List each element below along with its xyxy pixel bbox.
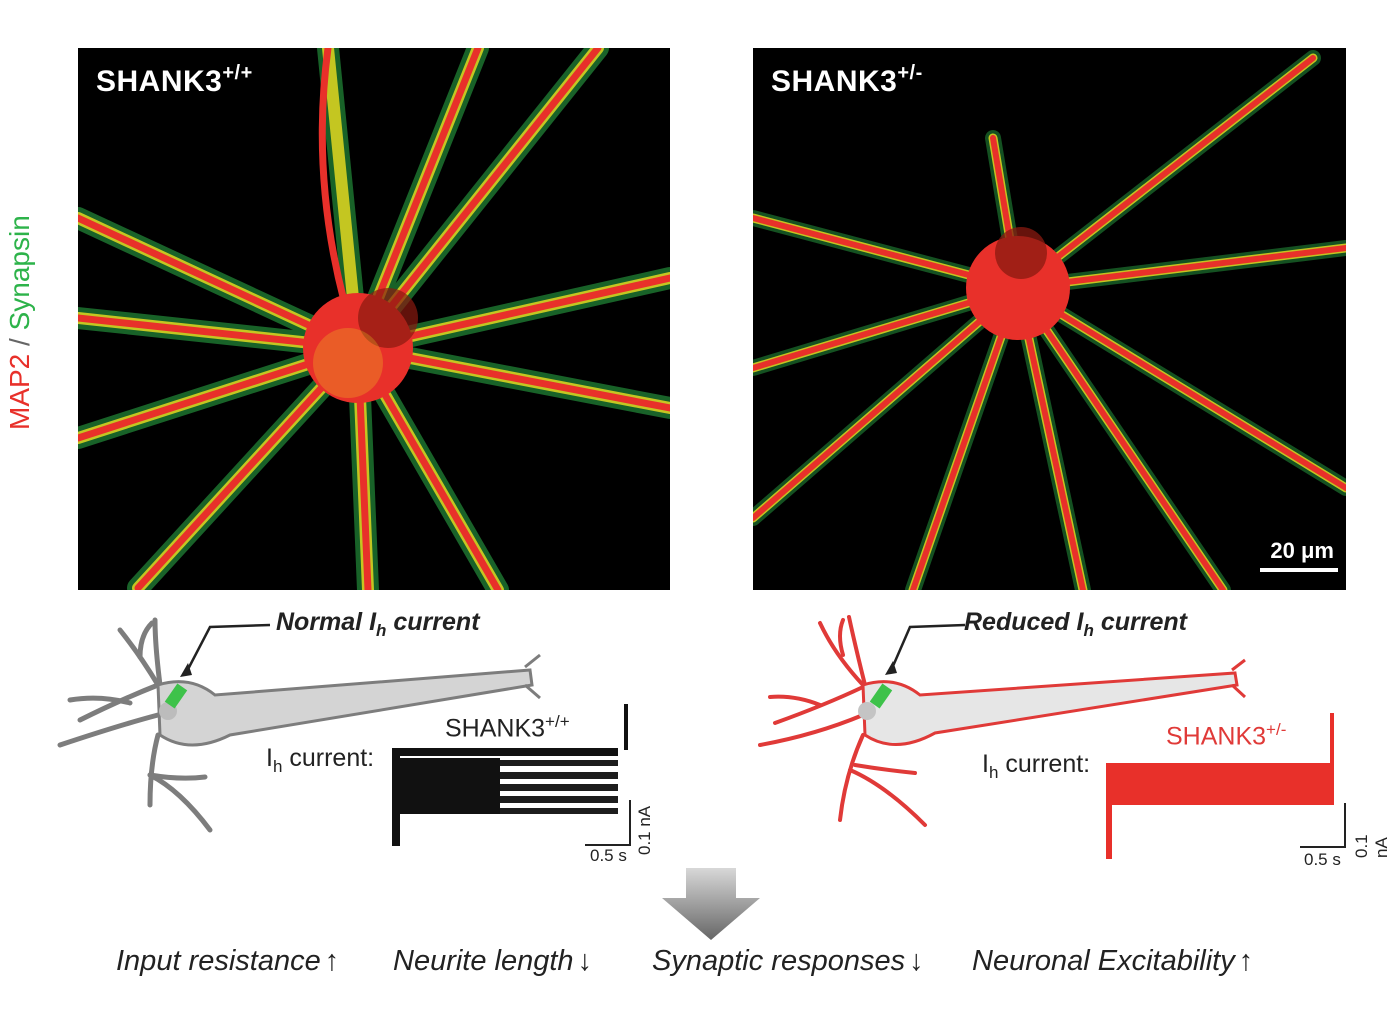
stain-label: MAP2 / Synapsin bbox=[4, 215, 36, 430]
ih-text: I bbox=[266, 744, 273, 772]
ih-sub: h bbox=[988, 763, 999, 782]
up-arrow-icon: ↑ bbox=[1238, 945, 1254, 977]
scale-bar-label: 20 μm bbox=[1270, 538, 1334, 563]
callout-suffix: current bbox=[386, 608, 480, 636]
synapsin-label: Synapsin bbox=[4, 215, 35, 331]
trace-title-text: SHANK3 bbox=[1166, 722, 1267, 751]
ih-label-wildtype: Ih current: bbox=[266, 744, 374, 777]
callout-text: Reduced bbox=[964, 608, 1077, 636]
callout-text: Normal bbox=[276, 608, 370, 636]
callout-ih: I bbox=[1076, 608, 1084, 636]
neuron-image-wildtype bbox=[78, 48, 670, 590]
down-arrow-icon: ↓ bbox=[909, 945, 924, 977]
callout-ih: I bbox=[369, 608, 377, 636]
ih-rest: current: bbox=[282, 744, 375, 772]
neuron-schematic-wildtype bbox=[57, 617, 541, 833]
callout-sub: h bbox=[1083, 621, 1094, 640]
genotype-sup: +/+ bbox=[222, 62, 253, 84]
trace-title-wildtype: SHANK3+/+ bbox=[445, 712, 570, 743]
callout-normal-current: Normal Ih current bbox=[276, 608, 480, 641]
genotype-text: SHANK3 bbox=[771, 65, 898, 98]
ih-sub: h bbox=[272, 757, 283, 776]
current-trace-heterozygous bbox=[1106, 713, 1346, 859]
callout-sub: h bbox=[376, 621, 387, 640]
channel-marker-wildtype bbox=[164, 683, 188, 709]
effect-label: Input resistance bbox=[116, 945, 321, 977]
ih-label-heterozygous: Ih current: bbox=[982, 750, 1090, 783]
effect-neurite-length: Neurite length↓ bbox=[393, 945, 592, 978]
down-arrow-icon bbox=[662, 868, 760, 940]
ih-text: I bbox=[982, 750, 989, 778]
ih-rest: current: bbox=[998, 750, 1091, 778]
genotype-text: SHANK3 bbox=[96, 65, 223, 98]
time-scale-wildtype: 0.5 s bbox=[590, 846, 627, 865]
micrograph-heterozygous: SHANK3+/- 20 μm bbox=[753, 48, 1346, 590]
current-scale-heterozygous: 0.1 nA bbox=[1352, 834, 1391, 858]
genotype-label-heterozygous: SHANK3+/- bbox=[771, 62, 923, 99]
genotype-label-wildtype: SHANK3+/+ bbox=[96, 62, 253, 99]
trace-title-sup: +/- bbox=[1266, 720, 1287, 739]
genotype-sup: +/- bbox=[897, 62, 923, 84]
trace-title-text: SHANK3 bbox=[445, 714, 546, 743]
stain-separator: / bbox=[4, 330, 35, 354]
neuron-image-heterozygous bbox=[753, 50, 1346, 590]
map2-label: MAP2 bbox=[4, 353, 35, 430]
micrograph-wildtype: SHANK3+/+ bbox=[78, 48, 670, 590]
trace-title-heterozygous: SHANK3+/- bbox=[1166, 720, 1286, 751]
callout-suffix: current bbox=[1093, 608, 1187, 636]
effect-input-resistance: Input resistance↑ bbox=[116, 945, 339, 978]
down-arrow-icon: ↓ bbox=[577, 945, 593, 977]
callout-reduced-current: Reduced Ih current bbox=[964, 608, 1187, 641]
time-scale-heterozygous: 0.5 s bbox=[1304, 850, 1341, 869]
current-scale-wildtype: 0.1 nA bbox=[635, 805, 654, 855]
effect-label: Neurite length bbox=[393, 945, 574, 977]
scale-bar bbox=[1260, 568, 1338, 572]
channel-marker-heterozygous bbox=[869, 683, 893, 709]
effect-neuronal-excitability: Neuronal Excitability↑ bbox=[972, 945, 1253, 978]
current-trace-wildtype bbox=[392, 704, 631, 846]
neuron-schematic-heterozygous bbox=[758, 615, 1247, 827]
up-arrow-icon: ↑ bbox=[324, 945, 340, 977]
trace-title-sup: +/+ bbox=[545, 712, 570, 731]
effect-synaptic-responses: Synaptic responses↓ bbox=[652, 945, 924, 978]
effect-label: Synaptic responses bbox=[652, 945, 906, 977]
effect-label: Neuronal Excitability bbox=[972, 945, 1235, 977]
